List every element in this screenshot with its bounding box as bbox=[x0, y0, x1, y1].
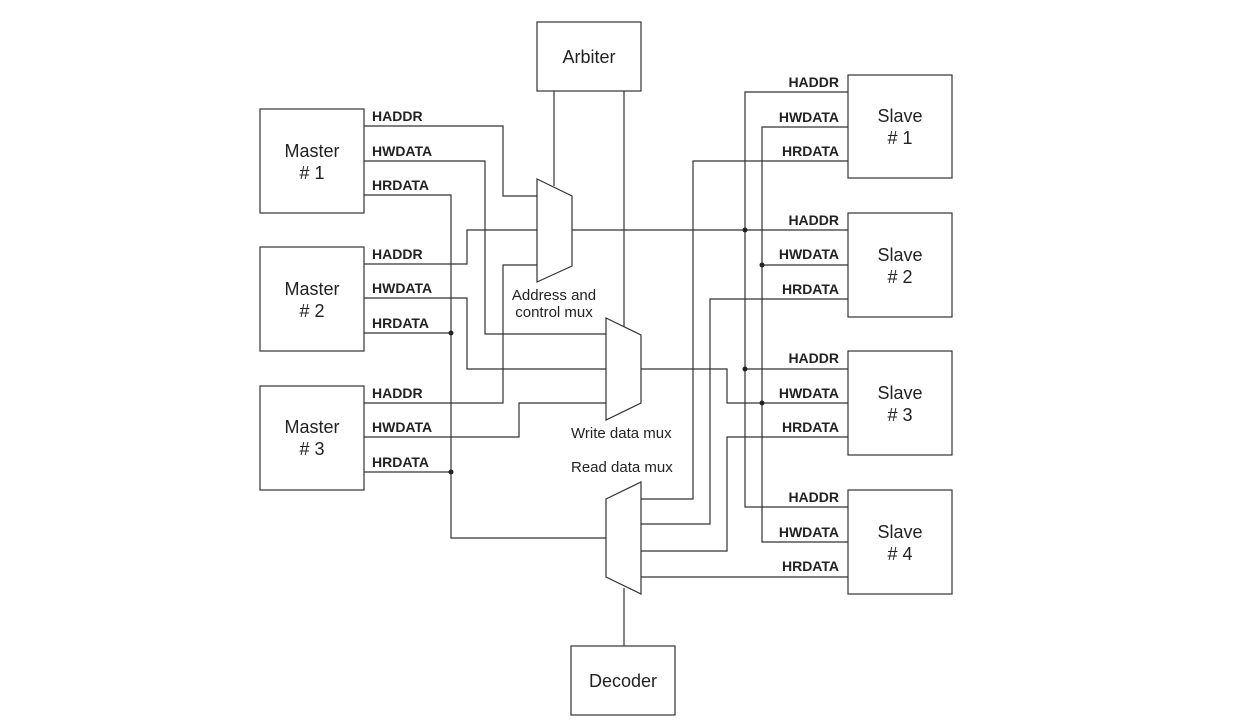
svg-text:HADDR: HADDR bbox=[788, 489, 839, 505]
master-3: Master # 3 HADDR HWDATA HRDATA bbox=[259, 385, 432, 491]
svg-text:HRDATA: HRDATA bbox=[372, 454, 429, 470]
svg-text:HWDATA: HWDATA bbox=[779, 385, 839, 401]
decoder-label: Decoder bbox=[589, 671, 657, 691]
svg-text:HRDATA: HRDATA bbox=[782, 143, 839, 159]
svg-text:HADDR: HADDR bbox=[372, 246, 423, 262]
svg-text:HWDATA: HWDATA bbox=[779, 524, 839, 540]
master-1: Master # 1 HADDR HWDATA HRDATA bbox=[259, 108, 432, 214]
svg-text:HRDATA: HRDATA bbox=[782, 419, 839, 435]
address-mux-label-2: control mux bbox=[515, 304, 593, 321]
svg-text:HRDATA: HRDATA bbox=[372, 177, 429, 193]
svg-text:Slave: Slave bbox=[877, 383, 922, 403]
slave-1: Slave # 1 HADDR HWDATA HRDATA bbox=[779, 74, 953, 179]
svg-text:Master: Master bbox=[284, 279, 339, 299]
svg-text:HWDATA: HWDATA bbox=[779, 109, 839, 125]
svg-text:HWDATA: HWDATA bbox=[372, 419, 432, 435]
svg-text:# 3: # 3 bbox=[299, 439, 324, 459]
slave-4: Slave # 4 HADDR HWDATA HRDATA bbox=[779, 489, 953, 595]
arbiter-label: Arbiter bbox=[562, 47, 615, 67]
wires bbox=[364, 91, 848, 646]
read-mux-label: Read data mux bbox=[571, 459, 673, 476]
svg-text:# 2: # 2 bbox=[887, 267, 912, 287]
slave-2: Slave # 2 HADDR HWDATA HRDATA bbox=[779, 212, 953, 318]
svg-text:Slave: Slave bbox=[877, 522, 922, 542]
arbiter-block bbox=[536, 21, 642, 92]
svg-text:HRDATA: HRDATA bbox=[372, 315, 429, 331]
svg-text:HADDR: HADDR bbox=[372, 108, 423, 124]
svg-text:# 3: # 3 bbox=[887, 405, 912, 425]
svg-text:HADDR: HADDR bbox=[788, 212, 839, 228]
svg-text:HADDR: HADDR bbox=[372, 385, 423, 401]
write-mux-label: Write data mux bbox=[571, 425, 672, 442]
svg-text:Master: Master bbox=[284, 141, 339, 161]
write-data-mux bbox=[605, 317, 642, 421]
svg-text:Slave: Slave bbox=[877, 106, 922, 126]
svg-text:Master: Master bbox=[284, 417, 339, 437]
svg-text:HADDR: HADDR bbox=[788, 350, 839, 366]
junction-dots bbox=[448, 227, 765, 475]
svg-text:HWDATA: HWDATA bbox=[779, 246, 839, 262]
svg-text:Slave: Slave bbox=[877, 245, 922, 265]
svg-text:# 1: # 1 bbox=[299, 163, 324, 183]
address-mux-label: Address and bbox=[512, 287, 596, 304]
slave-3: Slave # 3 HADDR HWDATA HRDATA bbox=[779, 350, 953, 456]
read-data-mux bbox=[605, 481, 642, 595]
master-2: Master # 2 HADDR HWDATA HRDATA bbox=[259, 246, 432, 352]
svg-text:# 2: # 2 bbox=[299, 301, 324, 321]
svg-text:HWDATA: HWDATA bbox=[372, 143, 432, 159]
svg-text:# 1: # 1 bbox=[887, 128, 912, 148]
decoder-block bbox=[570, 645, 676, 716]
svg-text:# 4: # 4 bbox=[887, 544, 912, 564]
svg-text:HADDR: HADDR bbox=[788, 74, 839, 90]
address-control-mux bbox=[536, 178, 573, 283]
svg-text:HWDATA: HWDATA bbox=[372, 280, 432, 296]
svg-text:HRDATA: HRDATA bbox=[782, 558, 839, 574]
svg-text:HRDATA: HRDATA bbox=[782, 281, 839, 297]
